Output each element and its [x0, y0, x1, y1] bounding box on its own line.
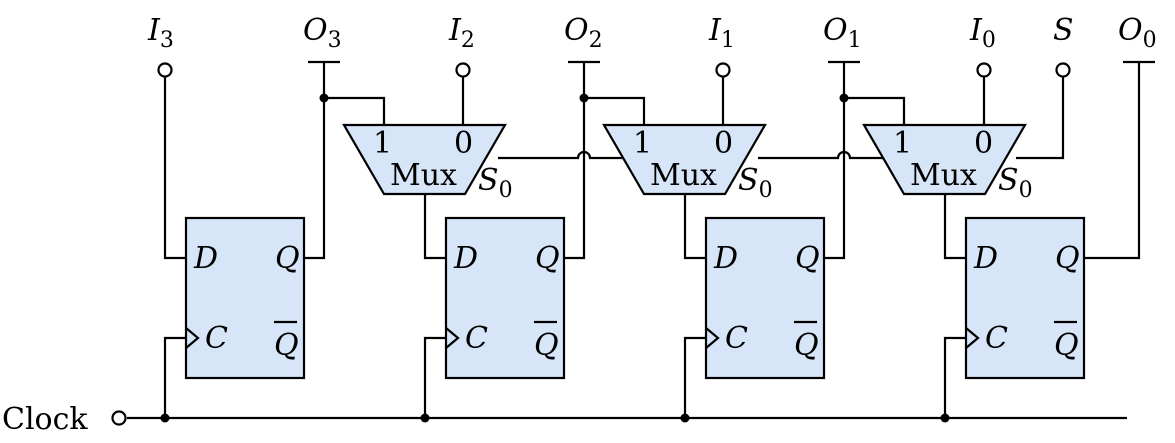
svg-text:Q: Q [535, 241, 560, 276]
svg-text:S0: S0 [738, 163, 773, 203]
svg-text:Q: Q [794, 328, 819, 363]
top-labels: I3 O3 I2 O2 I1 O1 I0 S O0 [147, 13, 1157, 53]
input-terminals [111, 62, 1071, 426]
svg-text:0: 0 [454, 126, 473, 161]
svg-text:Mux: Mux [390, 158, 457, 193]
input-label-i2: I2 [448, 13, 475, 53]
wires [127, 60, 1155, 420]
flipflop-3: D C Q Q [184, 216, 306, 380]
svg-text:S0: S0 [998, 163, 1033, 203]
select-label: S [1053, 13, 1074, 48]
svg-text:Mux: Mux [910, 158, 977, 193]
svg-text:1: 1 [633, 126, 652, 161]
svg-text:Q: Q [795, 241, 820, 276]
output-label-o1: O1 [823, 13, 862, 53]
svg-text:C: C [205, 321, 228, 356]
flipflop-0: D C Q Q [964, 216, 1086, 380]
svg-text:D: D [713, 241, 738, 276]
svg-text:D: D [193, 241, 218, 276]
svg-text:Mux: Mux [650, 158, 717, 193]
flipflop-2: D C Q Q [444, 216, 566, 380]
svg-text:0: 0 [974, 126, 993, 161]
svg-text:C: C [725, 321, 748, 356]
svg-text:1: 1 [893, 126, 912, 161]
svg-text:D: D [453, 241, 478, 276]
svg-text:Q: Q [274, 328, 299, 363]
svg-text:Q: Q [275, 241, 300, 276]
svg-text:1: 1 [373, 126, 392, 161]
mux-1: 1 0 Mux S0 [602, 123, 773, 203]
input-label-i1: I1 [708, 13, 735, 53]
svg-text:C: C [985, 321, 1008, 356]
mux-2: 1 0 Mux S0 [342, 123, 513, 203]
output-label-o3: O3 [303, 13, 342, 53]
svg-text:Q: Q [534, 328, 559, 363]
input-label-i0: I0 [969, 13, 996, 53]
svg-text:S0: S0 [478, 163, 513, 203]
mux-0: 1 0 Mux S0 [862, 123, 1033, 203]
svg-text:Q: Q [1055, 241, 1080, 276]
svg-text:Q: Q [1054, 328, 1079, 363]
output-label-o2: O2 [564, 13, 603, 53]
junctions [160, 93, 950, 423]
output-label-o0: O0 [1118, 13, 1157, 53]
svg-text:0: 0 [714, 126, 733, 161]
svg-text:D: D [973, 241, 998, 276]
svg-text:C: C [465, 321, 488, 356]
flipflop-1: D C Q Q [704, 216, 826, 380]
input-label-i3: I3 [147, 13, 174, 53]
clock-label: Clock [2, 402, 88, 437]
